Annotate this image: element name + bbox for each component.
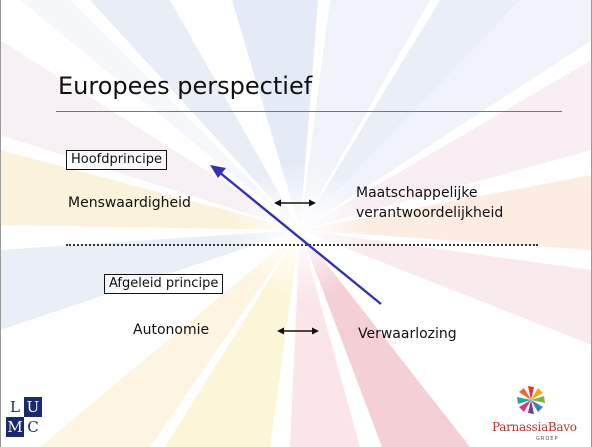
parnassia-logo-subtext: GROEP [536,436,559,442]
afgeleid-principe-box: Afgeleid principe [104,274,224,294]
lumc-logo-l: L [10,398,20,416]
double-arrow-bottom [277,327,319,335]
diagonal-arrow [210,165,382,305]
verwaarlozing-label: Verwaarlozing [358,326,457,342]
parnassia-logo-text: ParnassiaBavo [492,420,577,434]
parnassia-star-icon [517,386,545,414]
verantwoordelijkheid-label: verantwoordelijkheid [356,205,504,221]
section-divider [66,244,538,246]
lumc-logo-c: C [27,418,39,436]
lumc-logo: L U M C [6,397,42,437]
maatschappelijke-label: Maatschappelijke [356,185,478,201]
hoofdprincipe-box: Hoofdprincipe [66,150,167,170]
autonomie-label: Autonomie [133,322,210,338]
lumc-logo-u: U [24,397,42,417]
slide-title: Europees perspectief [58,72,313,100]
lumc-logo-m: M [6,417,24,437]
menswaardigheid-label: Menswaardigheid [68,195,191,211]
double-arrow-top [274,199,316,207]
title-underline [56,111,562,112]
